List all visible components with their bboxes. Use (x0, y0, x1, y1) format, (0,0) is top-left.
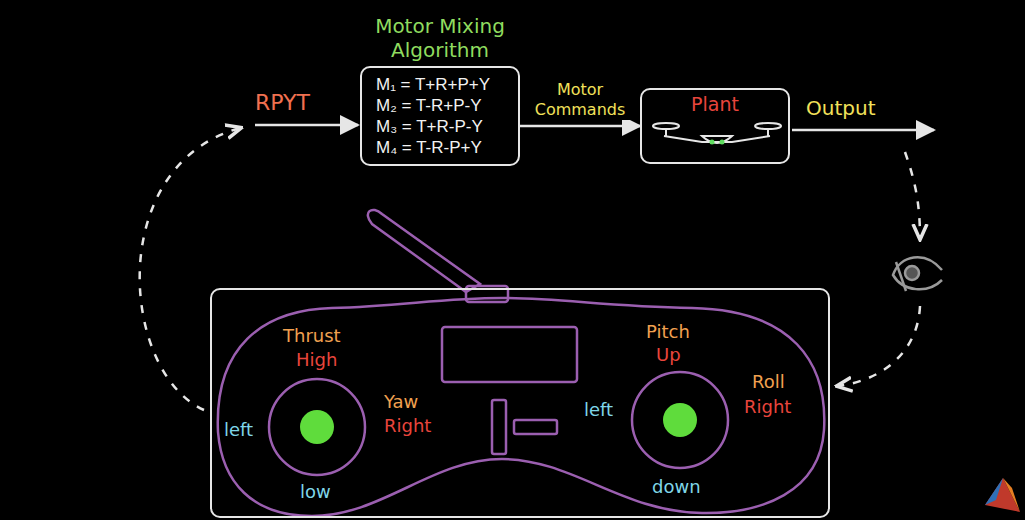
connector-arrow (520, 125, 640, 128)
switch (514, 420, 557, 434)
logo-face (985, 478, 1003, 505)
logo-peak (985, 478, 1020, 512)
stick-label: left (224, 420, 253, 440)
equation: M₁ = T+R+P+Y (376, 74, 504, 95)
drone-light (710, 140, 715, 145)
pilot-dashed-arrow (140, 128, 240, 410)
process-box: Motor Mixing AlgorithmM₁ = T+R+P+YM₂ = T… (360, 14, 520, 166)
propeller (755, 123, 781, 129)
stick-label: High (296, 350, 337, 370)
joystick-ring (269, 379, 365, 475)
box-label: Plant (650, 90, 780, 115)
signal-name: RPYT (255, 90, 310, 115)
box-border: M₁ = T+R+P+YM₂ = T-R+P-YM₃ = T+R-P-YM₄ =… (360, 66, 520, 166)
box-border: Plant (640, 88, 790, 164)
eye-symbol (893, 257, 942, 291)
joystick-knob (663, 403, 697, 437)
screen (442, 327, 577, 382)
stick-label: Up (656, 345, 681, 365)
stick-label: Yaw (384, 392, 418, 412)
equation: M₂ = T-R+P-Y (376, 95, 504, 116)
switch (492, 400, 506, 454)
feedback-dashed-arrow (905, 152, 920, 238)
stick-label: Right (384, 416, 431, 436)
matlab-logo (985, 478, 1020, 512)
box-heading: Motor Mixing Algorithm (360, 14, 520, 62)
joystick-ring (632, 372, 728, 468)
controller-outline (218, 298, 825, 516)
stick-label: Thrust (283, 326, 341, 346)
equation: M₄ = T-R-P+Y (376, 137, 504, 158)
eye-lid (896, 262, 906, 291)
stick-label: Pitch (646, 322, 690, 342)
output-label: Output (806, 96, 875, 120)
stick-label: down (652, 477, 701, 497)
logo-face (1003, 478, 1020, 512)
propeller (653, 123, 679, 129)
antenna (368, 210, 480, 292)
input-arrow (255, 124, 358, 127)
drone-body (702, 136, 732, 143)
drone-arm (664, 136, 770, 142)
eye-pupil (905, 266, 919, 280)
feedback-dashed-arrow (838, 306, 920, 386)
stick-label: left (584, 400, 613, 420)
output-arrow (792, 129, 934, 132)
stick-label: low (300, 482, 331, 502)
equation: M₃ = T+R-P-Y (376, 116, 504, 137)
stick-label: Right (744, 397, 791, 417)
plant-box: Plant (640, 88, 790, 164)
drone-light (720, 140, 725, 145)
connector-label: Motor Commands (528, 80, 632, 120)
stick-label: Roll (752, 372, 785, 392)
drone (653, 123, 781, 143)
controller-outline: ThrustHighlowleftYawRightPitchUpdownleft… (210, 288, 830, 518)
joystick-knob (300, 410, 334, 444)
